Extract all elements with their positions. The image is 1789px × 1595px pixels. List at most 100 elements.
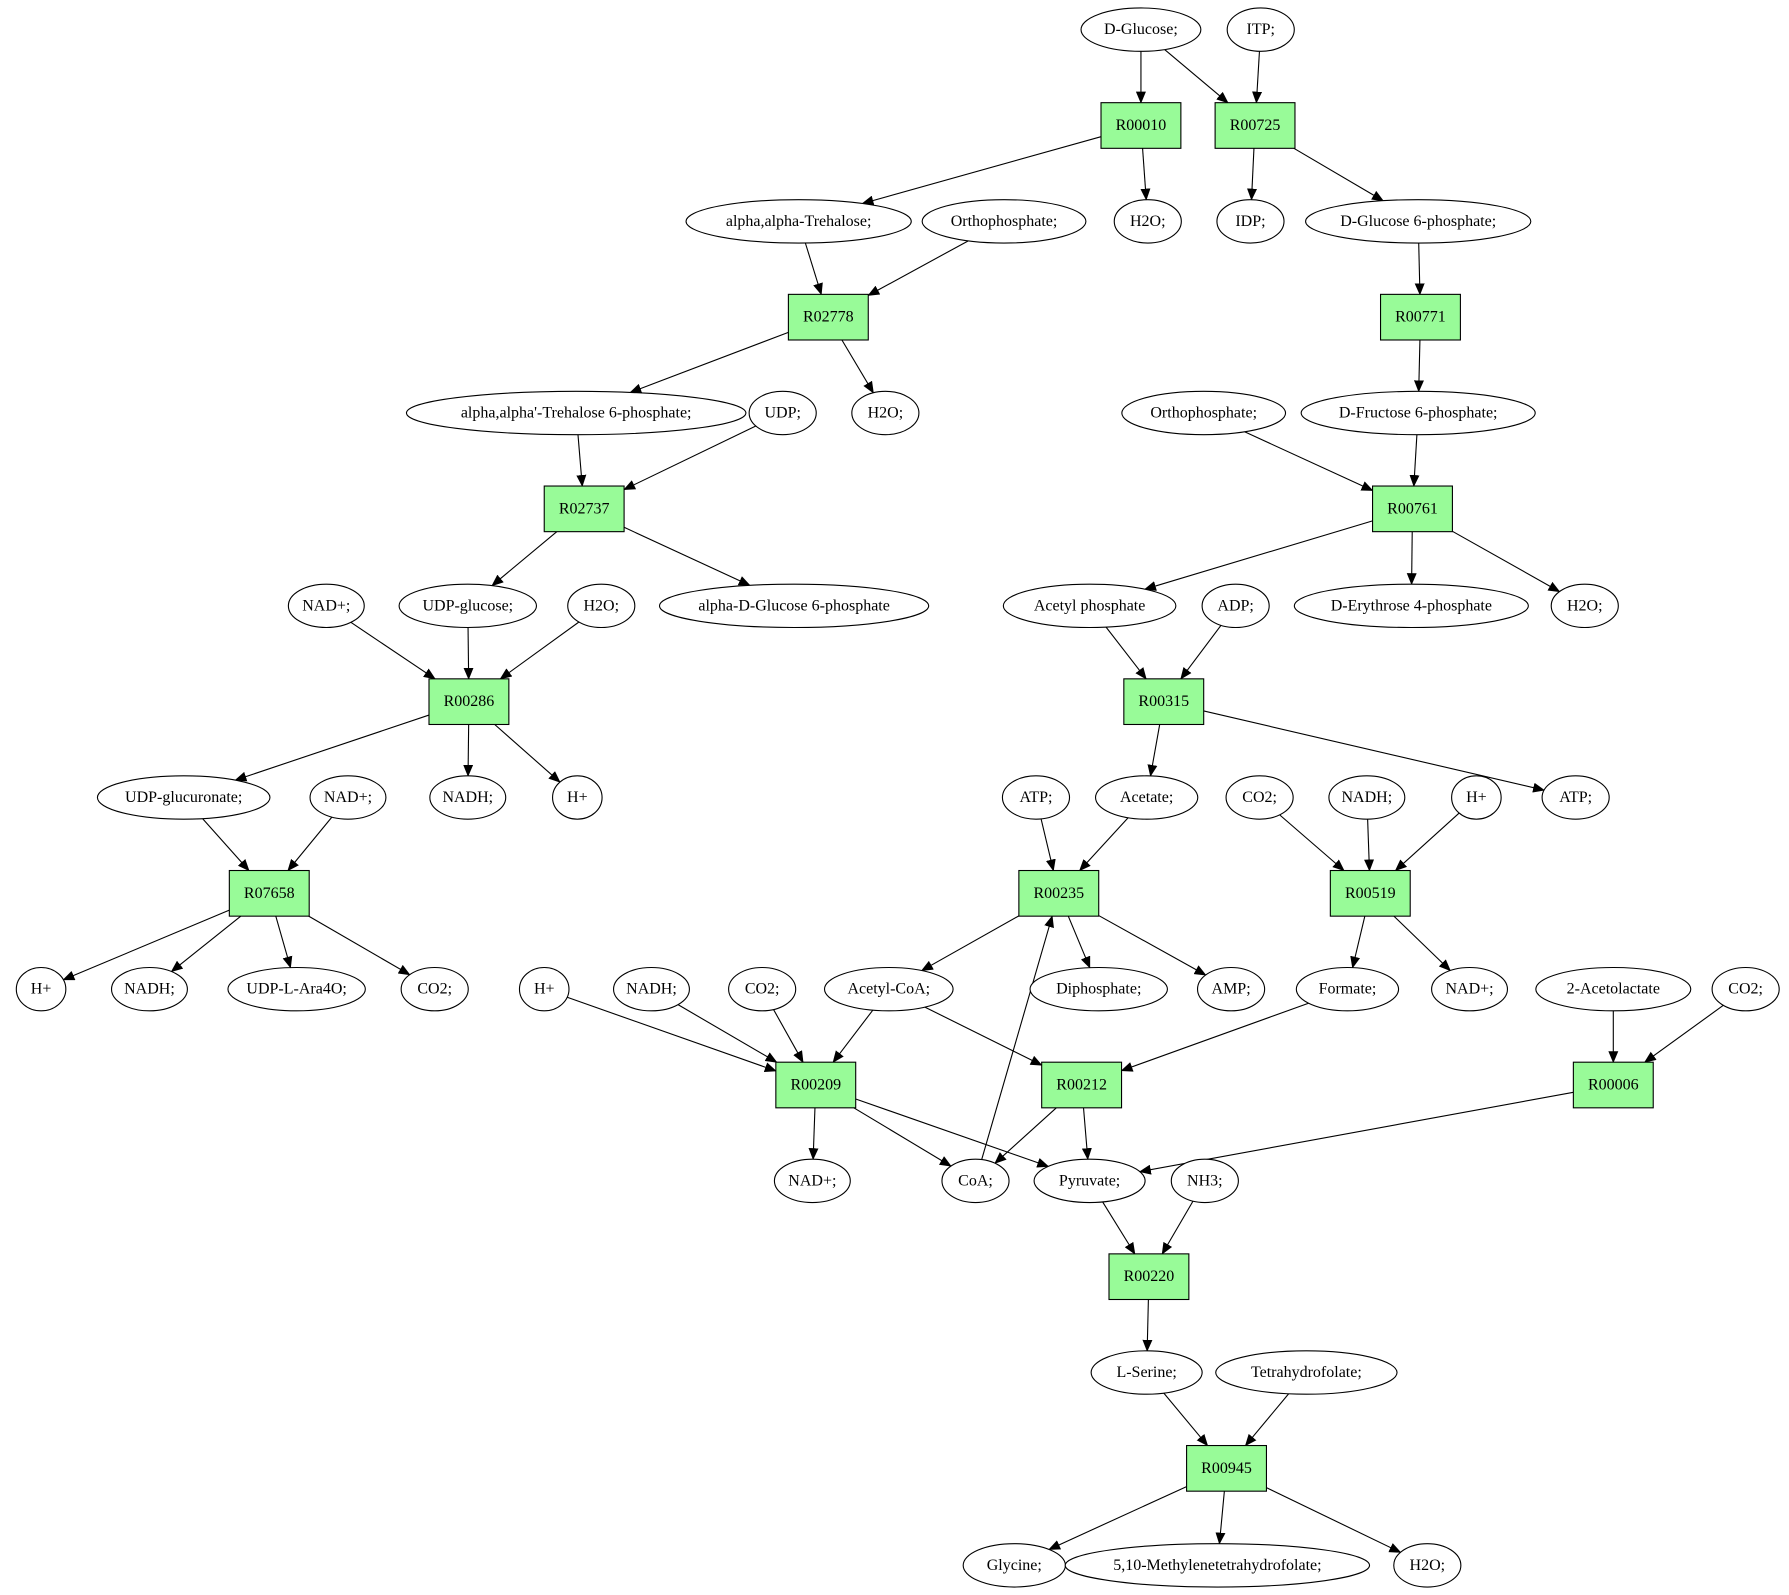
- edge-R00725-to-idp: [1247, 148, 1258, 201]
- edge-R07658-to-nadh_3: [170, 915, 242, 973]
- reaction-node-r02737: R02737: [543, 485, 625, 533]
- edge-R00212-to-coa: [994, 1107, 1057, 1164]
- edge-R00771-to-f6p: [1413, 339, 1424, 393]
- node-label: R07658: [244, 885, 295, 902]
- reaction-box: [1186, 1444, 1267, 1492]
- edge-line: [1147, 724, 1161, 777]
- edge-line: [1163, 1392, 1209, 1447]
- compound-node-udp-l-ara4o: UDP-L-Ara4O;: [227, 966, 366, 1012]
- node-label: R00286: [444, 693, 495, 710]
- compound-ellipse: [1196, 966, 1266, 1012]
- compound-node-d-glucose: D-Glucose;: [1080, 7, 1202, 52]
- edge-line: [1164, 49, 1229, 104]
- edge-R00945-to-methylthf: [1215, 1491, 1226, 1545]
- compound-node-diphosphate: Diphosphate;: [1029, 966, 1168, 1012]
- compound-ellipse: [1550, 583, 1619, 629]
- compound-ellipse: [429, 775, 507, 820]
- edge-line: [491, 531, 558, 587]
- edge-line: [499, 621, 580, 680]
- edge-nadh_4-to-R00209: [677, 1004, 778, 1063]
- compound-node-d-erythrose-4-phosphate: D-Erythrose 4-phosphate: [1293, 583, 1529, 629]
- compound-ellipse: [1295, 966, 1400, 1012]
- reaction-box: [1379, 293, 1461, 341]
- edge-line: [855, 1098, 1050, 1168]
- edge-line: [629, 331, 789, 394]
- compound-node-tetrahydrofolate: Tetrahydrofolate;: [1215, 1350, 1398, 1395]
- edge-line: [1067, 915, 1091, 969]
- edge-R07658-to-udpara: [275, 916, 293, 969]
- edge-acetylcoa-to-R00212: [924, 1006, 1043, 1066]
- node-label: ITP;: [1247, 21, 1275, 38]
- edge-line: [62, 909, 230, 981]
- node-label: D-Fructose 6-phosphate;: [1339, 405, 1498, 422]
- compound-ellipse: [1002, 583, 1177, 629]
- compound-node-udp-glucose: UDP-glucose;: [398, 583, 538, 629]
- edge-line: [853, 1107, 952, 1167]
- reaction-node-r02778: R02778: [787, 293, 869, 341]
- compound-ellipse: [728, 966, 797, 1012]
- edge-line: [1393, 915, 1451, 972]
- node-label: Glycine;: [987, 1557, 1042, 1574]
- node-label: NADH;: [442, 789, 493, 806]
- node-label: NAD+;: [788, 1172, 836, 1189]
- edge-thf-to-R00945: [1244, 1393, 1290, 1447]
- compound-ellipse: [1033, 1158, 1146, 1204]
- edge-R02737-to-adg6p: [623, 526, 751, 586]
- compound-node-coa: CoA;: [941, 1158, 1010, 1204]
- reaction-box: [1123, 678, 1205, 726]
- node-label: AMP;: [1212, 981, 1251, 998]
- node-label: H+: [31, 981, 52, 998]
- reaction-node-r00212: R00212: [1041, 1061, 1123, 1109]
- edge-co2_1-to-R00519: [1279, 814, 1345, 872]
- edge-R00212-to-pyruvate: [1081, 1107, 1092, 1161]
- compound-ellipse: [1001, 775, 1071, 820]
- edge-line: [1142, 1299, 1153, 1352]
- edge-line: [308, 915, 411, 976]
- edge-line: [234, 714, 430, 782]
- edge-line: [841, 339, 874, 394]
- node-label: NAD+;: [302, 597, 350, 614]
- node-label: D-Erythrose 4-phosphate: [1331, 597, 1492, 614]
- compound-node-h2o: H2O;: [567, 583, 636, 629]
- edge-nh3-to-R00220: [1161, 1200, 1194, 1255]
- compound-node-nadh: NADH;: [612, 966, 690, 1012]
- reaction-node-r00209: R00209: [775, 1061, 857, 1109]
- compound-ellipse: [851, 390, 920, 436]
- node-label: NADH;: [626, 981, 677, 998]
- edge-line: [1143, 520, 1373, 591]
- compound-ellipse: [1293, 583, 1529, 629]
- edge-line: [1098, 915, 1207, 976]
- reaction-node-r00519: R00519: [1329, 869, 1411, 917]
- node-label: H2O;: [1567, 597, 1603, 614]
- edge-R00761-to-acetylp: [1143, 520, 1373, 591]
- edge-R00209-to-pyruvate: [855, 1098, 1050, 1168]
- compound-node-h: H+: [552, 775, 603, 820]
- reaction-node-r00945: R00945: [1186, 1444, 1267, 1492]
- reaction-box: [1214, 102, 1296, 149]
- edge-serine-to-R00945: [1163, 1392, 1209, 1447]
- edge-tre6p-to-R02737: [576, 434, 587, 488]
- edge-g6p-to-R00771: [1414, 243, 1425, 296]
- edge-line: [576, 434, 587, 488]
- compound-ellipse: [1080, 7, 1202, 52]
- edge-line: [1394, 812, 1460, 872]
- edge-line: [1203, 710, 1546, 793]
- edge-line: [1079, 817, 1129, 872]
- compound-ellipse: [1225, 775, 1294, 820]
- compound-ellipse: [398, 583, 538, 629]
- edge-nadh_2-to-R00519: [1364, 819, 1375, 872]
- node-label: Orthophosphate;: [1150, 405, 1257, 422]
- edge-line: [1161, 1200, 1194, 1255]
- reaction-box: [1018, 869, 1100, 917]
- reaction-node-r00220: R00220: [1108, 1253, 1190, 1301]
- node-label: CO2;: [1728, 981, 1763, 998]
- node-label: R02778: [803, 309, 854, 326]
- compound-ellipse: [567, 583, 636, 629]
- edge-hplus_4-to-R00209: [567, 996, 777, 1072]
- compound-node-amp: AMP;: [1196, 966, 1266, 1012]
- node-label: R00212: [1056, 1077, 1107, 1094]
- compound-ellipse: [658, 583, 930, 629]
- node-label: R00220: [1124, 1268, 1175, 1285]
- edge-orthophos1-to-R02778: [867, 240, 969, 296]
- compound-node-h: H+: [1451, 775, 1502, 820]
